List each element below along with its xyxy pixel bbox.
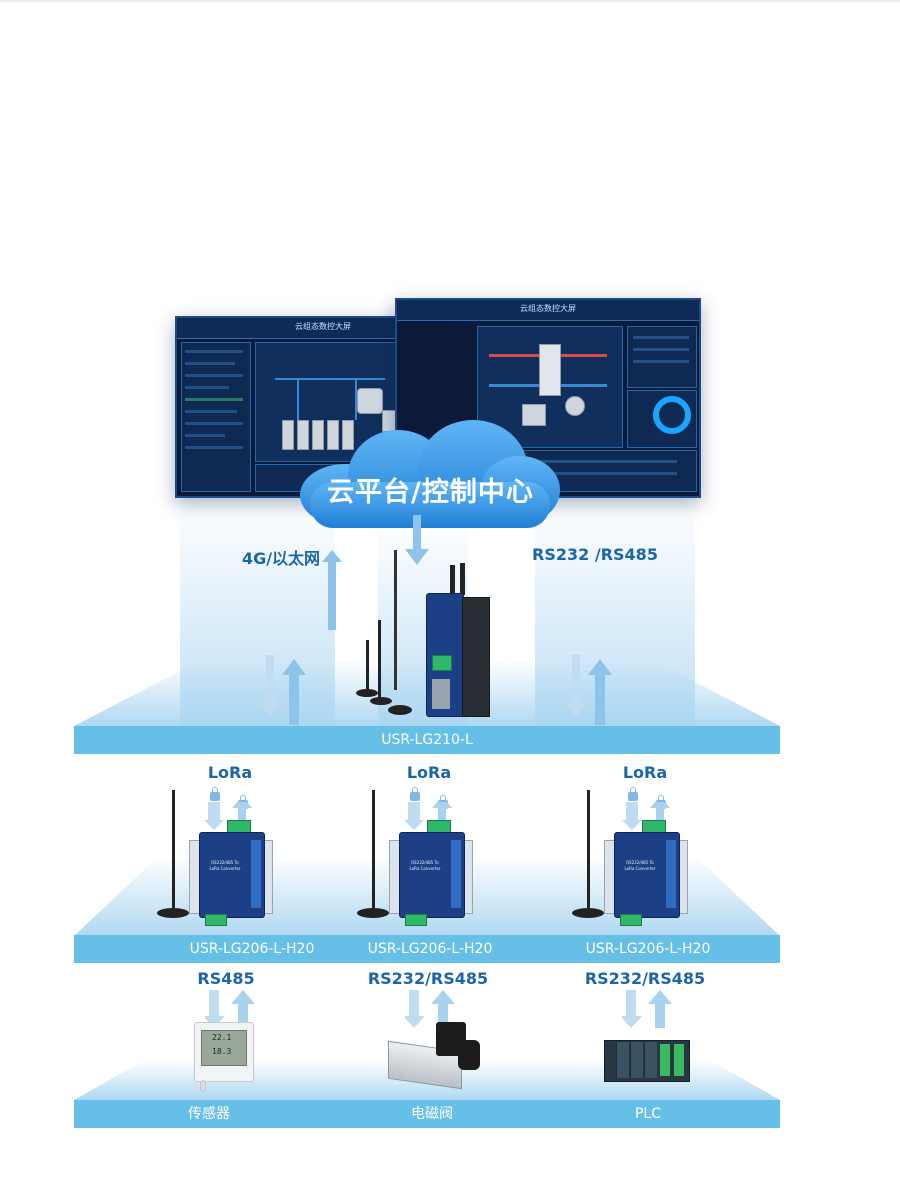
node-1-link: LoRa xyxy=(207,763,253,782)
field-1-protocol: RS485 xyxy=(197,969,255,988)
node-2-model: USR-LG206-L-H20 xyxy=(367,941,493,957)
uplink-left-label: 4G/以太网 xyxy=(241,549,321,568)
antenna-icon xyxy=(172,790,175,910)
node-device-1: RS232/485 To LoRa Converter xyxy=(155,790,275,926)
dashboard-left-title: 云组态数控大屏 xyxy=(295,322,351,331)
field-bar: 传感器 电磁阀 PLC xyxy=(74,1100,780,1128)
node-bar: USR-LG206-L-H20 USR-LG206-L-H20 USR-LG20… xyxy=(74,935,780,963)
cloud-icon xyxy=(290,420,570,530)
double-arrow-icon xyxy=(622,802,670,830)
plc-device xyxy=(604,1040,690,1082)
node-1-model: USR-LG206-L-H20 xyxy=(189,941,315,957)
node-3-model: USR-LG206-L-H20 xyxy=(585,941,711,957)
uplink-left-up-arrow xyxy=(322,550,342,630)
double-arrow-icon xyxy=(260,655,306,725)
double-arrow-icon xyxy=(205,990,255,1028)
lock-icon xyxy=(410,787,420,801)
cloud-label: 云平台/控制中心 xyxy=(327,477,534,508)
field-1-device: 传感器 xyxy=(188,1106,230,1122)
double-arrow-icon xyxy=(204,802,252,830)
lock-icon xyxy=(628,787,638,801)
double-arrow-icon xyxy=(566,655,612,725)
gateway-model: USR-LG210-L xyxy=(381,732,473,748)
gateway-bar: USR-LG210-L xyxy=(74,726,780,754)
sensor-reading-1: 22.1 xyxy=(212,1033,232,1042)
node-device-3: RS232/485 To LoRa Converter xyxy=(570,790,690,926)
solenoid-valve xyxy=(388,1018,484,1090)
double-arrow-icon xyxy=(622,990,672,1028)
node-3-link: LoRa xyxy=(622,763,668,782)
dashboard-right-title: 云组态数控大屏 xyxy=(520,304,576,313)
top-divider xyxy=(0,0,900,2)
node-device-2: RS232/485 To LoRa Converter xyxy=(355,790,475,926)
node-2-link: LoRa xyxy=(406,763,452,782)
field-2-protocol: RS232/RS485 xyxy=(367,969,489,988)
antenna-icon xyxy=(372,790,375,910)
antenna-icon xyxy=(394,550,397,690)
double-arrow-icon xyxy=(404,802,452,830)
uplink-right-label: RS232 /RS485 xyxy=(532,545,658,564)
field-3-device: PLC xyxy=(634,1106,662,1122)
cloud-down-arrow xyxy=(405,515,429,565)
gateway-device xyxy=(352,545,492,720)
double-arrow-icon xyxy=(405,990,455,1028)
lock-icon xyxy=(210,787,220,801)
field-2-device: 电磁阀 xyxy=(411,1106,453,1122)
antenna-icon xyxy=(587,790,590,910)
sensor-reading-2: 18.3 xyxy=(212,1047,232,1056)
sensor-device: 22.1 18.3 xyxy=(194,1022,254,1092)
field-3-protocol: RS232/RS485 xyxy=(584,969,706,988)
